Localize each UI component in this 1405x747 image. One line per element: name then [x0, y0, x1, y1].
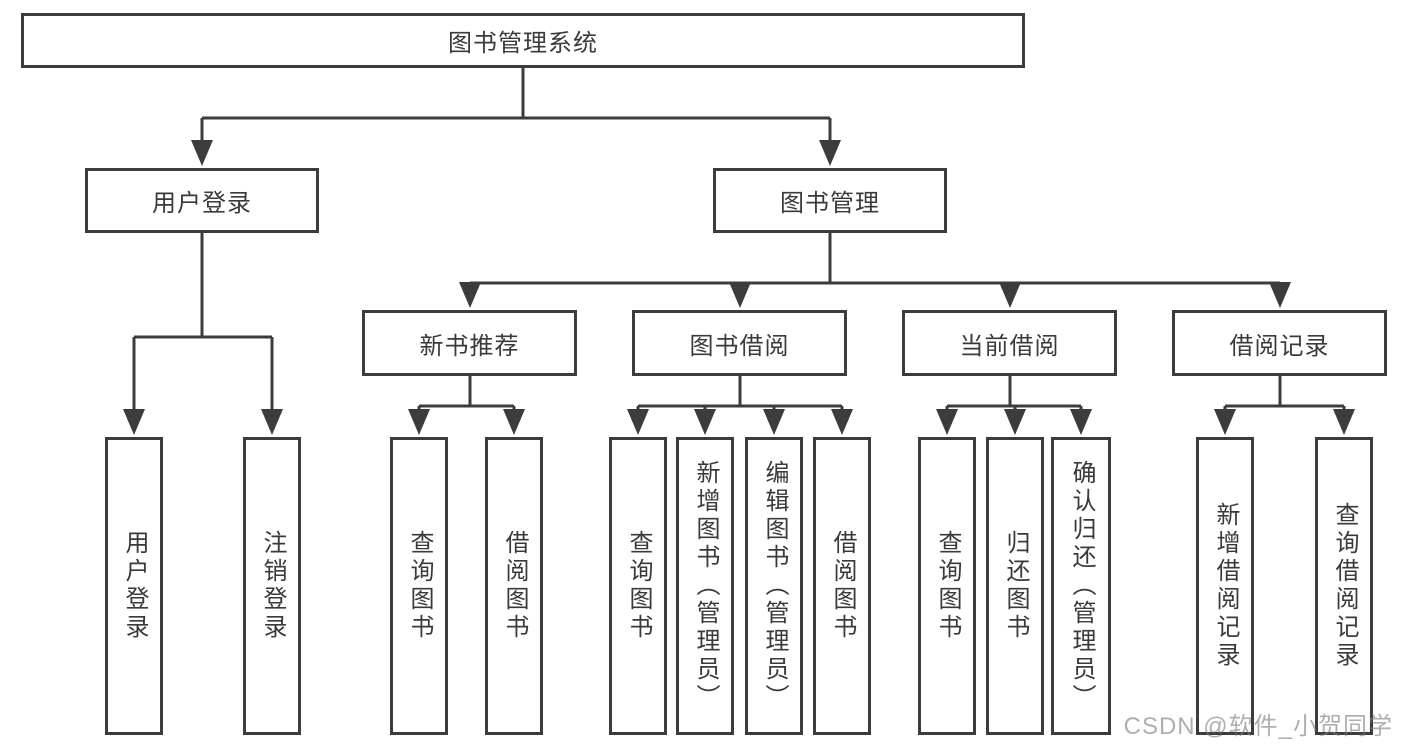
connector-records-to-leaves: [1223, 376, 1346, 427]
node-current-borrow: 当前借阅: [902, 310, 1117, 376]
leaf-query-books-recommend: 查询图书: [390, 437, 448, 735]
arrow-icon: [1333, 409, 1355, 435]
arrow-icon: [1214, 409, 1236, 435]
leaf-query-borrow-record: 查询借阅记录: [1315, 437, 1373, 735]
arrow-icon: [763, 409, 785, 435]
leaf-logout: 注销登录: [243, 437, 301, 735]
leaf-edit-books-admin: 编辑图书（管理员）: [745, 437, 803, 735]
connector-userlogin-to-leaves: [132, 233, 274, 427]
arrowheads: [123, 140, 1355, 435]
leaf-query-books-borrow: 查询图书: [609, 437, 667, 735]
arrow-icon: [1070, 409, 1092, 435]
arrow-icon: [729, 282, 751, 308]
connector-newbook-to-leaves: [417, 376, 516, 427]
arrow-icon: [694, 409, 716, 435]
leaf-user-login: 用户登录: [105, 437, 163, 735]
node-book-borrow: 图书借阅: [632, 310, 847, 376]
connector-borrow-to-leaves: [636, 376, 844, 427]
node-book-management: 图书管理: [713, 168, 947, 233]
arrow-icon: [1004, 409, 1026, 435]
arrow-icon: [123, 409, 145, 435]
arrow-icon: [408, 409, 430, 435]
leaf-add-borrow-record: 新增借阅记录: [1196, 437, 1254, 735]
node-user-login: 用户登录: [85, 168, 319, 233]
arrow-icon: [1269, 282, 1291, 308]
arrow-icon: [831, 409, 853, 435]
leaf-add-books-admin: 新增图书（管理员）: [676, 437, 734, 735]
leaf-confirm-return-admin: 确认归还（管理员）: [1051, 437, 1111, 735]
arrow-icon: [503, 409, 525, 435]
leaf-query-books-current: 查询图书: [918, 437, 976, 735]
arrow-icon: [999, 282, 1021, 308]
leaf-borrow-books: 借阅图书: [813, 437, 871, 735]
node-new-book-recommend: 新书推荐: [362, 310, 577, 376]
arrow-icon: [261, 409, 283, 435]
arrow-icon: [936, 409, 958, 435]
node-borrow-records: 借阅记录: [1172, 310, 1387, 376]
arrow-icon: [191, 140, 213, 166]
connector-root-to-level2: [200, 68, 832, 158]
leaf-borrow-books-recommend: 借阅图书: [485, 437, 543, 735]
csdn-watermark: CSDN @软件_小贺同学: [1123, 713, 1393, 740]
connector-bookmgmt-to-level3: [468, 233, 1282, 300]
leaf-return-books: 归还图书: [986, 437, 1044, 735]
node-library-management-system: 图书管理系统: [21, 13, 1025, 68]
arrow-icon: [459, 282, 481, 308]
arrow-icon: [627, 409, 649, 435]
arrow-icon: [819, 140, 841, 166]
